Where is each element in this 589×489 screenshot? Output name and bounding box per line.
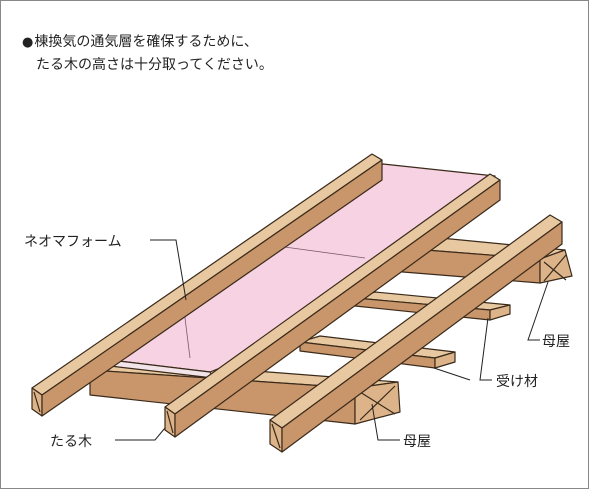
bullet-icon: ● xyxy=(22,35,34,50)
note-line-2: たる木の高さは十分取ってください。 xyxy=(36,57,273,73)
leader-batten-2 xyxy=(433,367,471,381)
label-purlin-bottom: 母屋 xyxy=(403,434,431,450)
leader-purlin-bottom xyxy=(371,403,400,441)
instruction-note: ●棟換気の通気層を確保するために、 たる木の高さは十分取ってください。 xyxy=(22,31,273,76)
rafter-right xyxy=(269,214,563,453)
leader-insulation xyxy=(150,239,187,301)
label-batten: 受け材 xyxy=(496,374,538,390)
label-neoma-foam: ネオマフォーム xyxy=(24,234,122,250)
label-rafter: たる木 xyxy=(50,434,92,450)
leader-rafter xyxy=(115,427,166,441)
label-purlin-right: 母屋 xyxy=(542,334,570,350)
note-line-1: ●棟換気の通気層を確保するために、 xyxy=(22,34,258,50)
rafter-left xyxy=(31,153,383,417)
leader-batten-1 xyxy=(479,317,492,381)
leader-purlin-right xyxy=(527,281,549,341)
rafter-middle xyxy=(164,173,501,438)
